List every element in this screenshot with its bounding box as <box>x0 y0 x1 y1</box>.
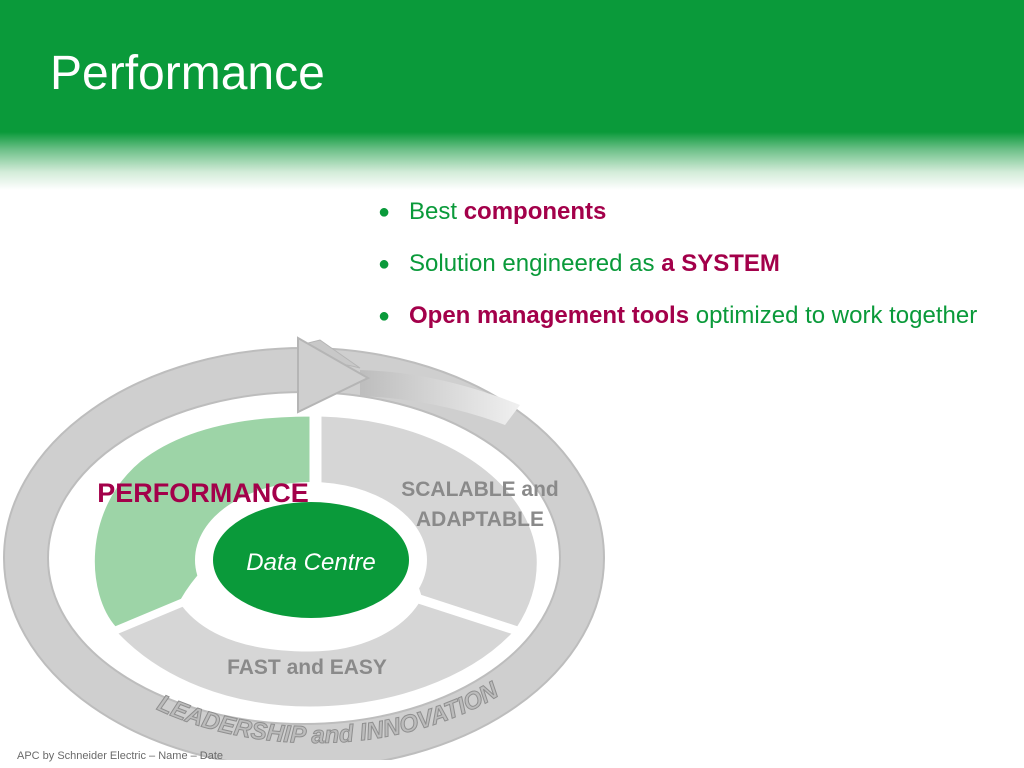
bullet-text-tail: optimized to work together <box>689 302 978 329</box>
arrow-tail <box>360 370 520 425</box>
center-ellipse <box>213 502 409 618</box>
segment-label-scalable-2: ADAPTABLE <box>416 508 544 531</box>
slide-title: Performance <box>50 47 325 100</box>
cycle-diagram: Data Centre PERFORMANCE SCALABLE and ADA… <box>3 336 605 760</box>
bullet-dot-icon: ● <box>378 201 391 223</box>
bullet-text: Solution engineered as <box>409 250 662 277</box>
segment-label-scalable-1: SCALABLE and <box>401 478 559 501</box>
bullet-list: ● Best components ● Solution engineered as… <box>378 195 998 351</box>
bullet-item: ● Open management tools optimized to work… <box>378 299 998 333</box>
segment-label-performance: PERFORMANCE <box>97 478 309 508</box>
bullet-item: ● Best components <box>378 195 998 229</box>
bullet-emphasis: components <box>463 198 607 225</box>
bullet-emphasis: Open management tools <box>409 302 690 329</box>
bullet-item: ● Solution engineered as a SYSTEM <box>378 247 998 281</box>
footer-text: APC by Schneider Electric – Name – Date <box>17 750 224 762</box>
bullet-dot-icon: ● <box>378 305 391 327</box>
segment-label-fast: FAST and EASY <box>227 656 387 679</box>
segment-fast <box>113 600 517 710</box>
bullet-emphasis: a SYSTEM <box>661 250 780 277</box>
center-label: Data Centre <box>246 549 375 576</box>
title-bar <box>0 0 1024 190</box>
arrow-head-icon <box>297 336 371 414</box>
bullet-text: Best <box>409 198 464 225</box>
bullet-dot-icon: ● <box>378 253 391 275</box>
